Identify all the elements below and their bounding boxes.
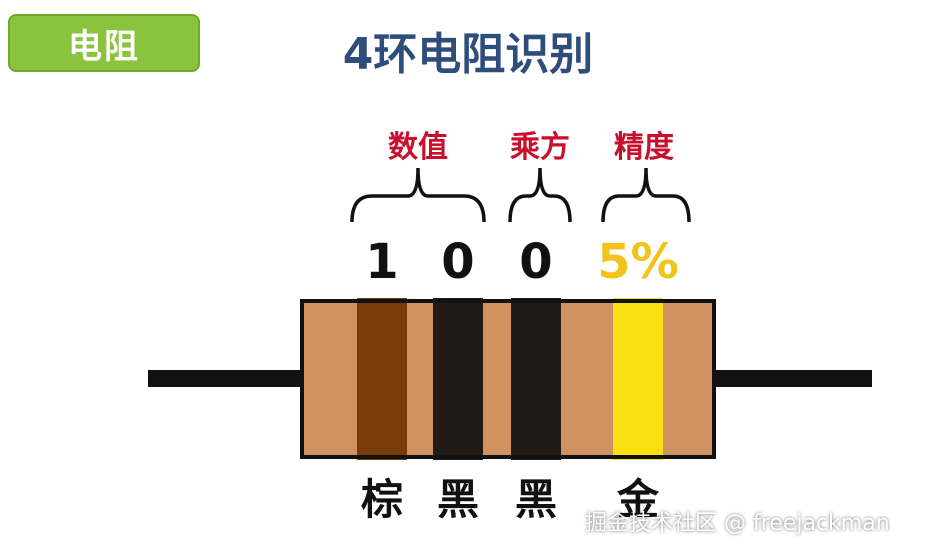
band-2-color-name: 黑 xyxy=(436,475,479,524)
band-4-gold xyxy=(613,298,663,460)
watermark: 掘金技术社区 @ freejackman xyxy=(585,511,890,536)
group-label-tolerance: 精度 xyxy=(614,130,674,165)
brace-multiplier xyxy=(508,167,572,223)
band-3-color-name: 黑 xyxy=(514,475,557,524)
lead-left xyxy=(148,370,303,387)
lead-right xyxy=(714,370,872,387)
band-2-black xyxy=(433,298,483,460)
group-label-value: 数值 xyxy=(388,130,448,165)
page-title: 4环电阻识别 xyxy=(342,29,594,80)
brace-tolerance xyxy=(601,167,691,223)
band-1-digit: 1 xyxy=(365,234,399,290)
group-label-multiplier: 乘方 xyxy=(510,130,570,165)
band-4-tolerance: 5% xyxy=(597,234,679,290)
brace-value xyxy=(350,167,486,223)
band-3-black xyxy=(511,298,561,460)
band-3-digit: 0 xyxy=(519,234,553,290)
band-4-color-name: 金 xyxy=(616,475,659,524)
band-1-color-name: 棕 xyxy=(360,475,403,524)
band-2-digit: 0 xyxy=(441,234,475,290)
topic-badge: 电阻 xyxy=(8,14,200,72)
topic-badge-label: 电阻 xyxy=(68,26,140,67)
band-1-brown xyxy=(357,298,407,460)
